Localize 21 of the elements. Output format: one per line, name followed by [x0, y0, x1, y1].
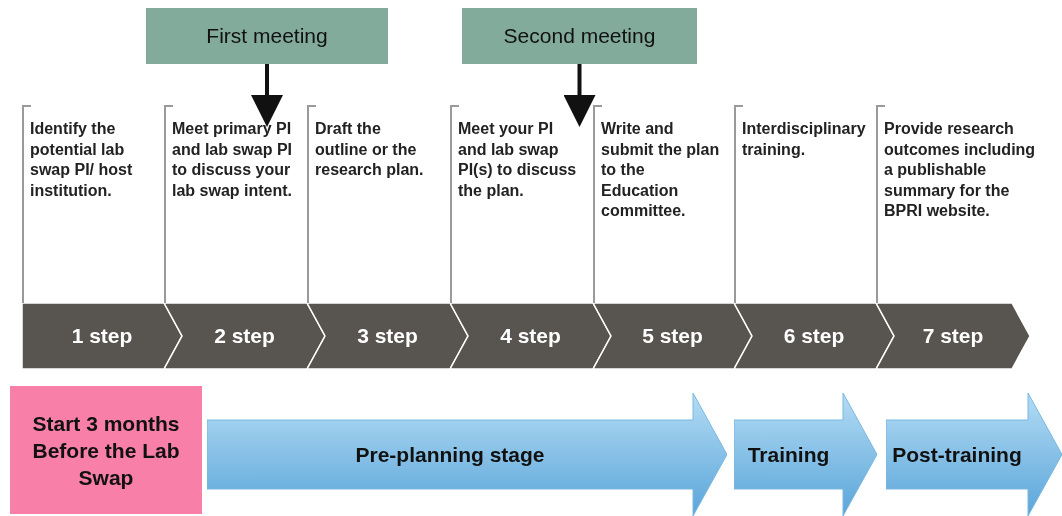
step-description: Identify the potential lab swap PI/ host institution. — [30, 119, 134, 201]
step-description: Write and submit the plan to the Education committee. — [601, 119, 720, 221]
stage-label: Training — [746, 442, 831, 467]
stage-label: Post-training — [891, 442, 1023, 467]
meeting-box: Second meeting — [462, 8, 697, 64]
step-label: 2 step — [213, 324, 276, 348]
meeting-box: First meeting — [146, 8, 388, 64]
arrow — [251, 64, 283, 127]
arrow — [563, 64, 596, 127]
stage-label: Pre-planning stage — [354, 442, 546, 467]
step-description: Draft the outline or the research plan. — [315, 119, 425, 180]
step-label: 3 step — [356, 324, 419, 348]
step-description: Meet your PI and lab swap PI(s) to discuss the plan. — [458, 119, 578, 201]
start-box: Start 3 months Before the Lab Swap — [10, 386, 202, 514]
step-label: 6 step — [782, 324, 846, 348]
step-label: 1 step — [70, 324, 134, 348]
step-label: 4 step — [499, 324, 562, 348]
step-description: Provide research outcomes including a publishable summary for the BPRI website. — [884, 119, 1037, 221]
step-label: 7 step — [921, 324, 985, 348]
step-label: 5 step — [641, 324, 704, 348]
step-description: Meet primary PI and lab swap PI to discuss your lab swap intent. — [172, 119, 293, 201]
